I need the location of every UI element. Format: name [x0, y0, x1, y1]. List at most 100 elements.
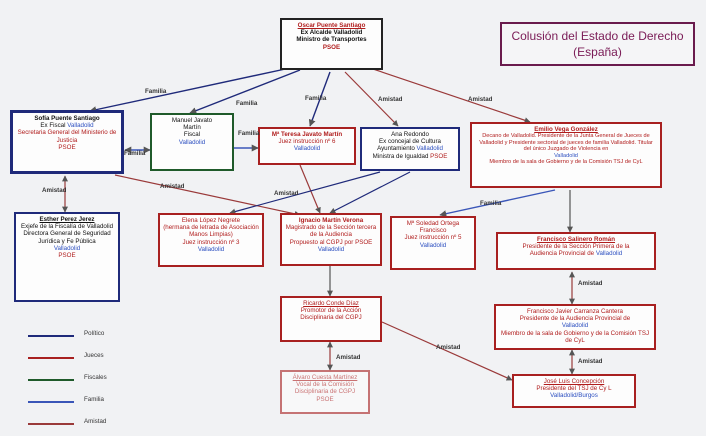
node-role: Ex Fiscal Valladolid: [16, 122, 118, 129]
node-place: Valladolid/Burgos: [550, 392, 598, 400]
node-org-text: Audiencia Provincial de: [529, 250, 596, 258]
node-role: Presidente del TSJ de Cy L: [536, 385, 612, 393]
link-ana-soledad: [329, 171, 411, 214]
node-soledad-ortega: Mª Soledad Ortega Francisco Juez instruc…: [390, 216, 476, 270]
legend-label: Político: [84, 330, 105, 337]
legend-item: Familia: [18, 392, 138, 414]
node-role: Juez instrucción nº 3: [182, 238, 240, 246]
link-label-familia: Familia: [145, 88, 167, 95]
node-org: Audiencia Provincial de Valladolid: [501, 250, 651, 257]
link-label-amistad: Amistad: [578, 280, 603, 287]
node-place: Valladolid: [595, 250, 623, 258]
node-name: Álvaro Cuesta Martínez: [292, 374, 358, 381]
link-ana-elena: [229, 171, 381, 215]
node-elena-lopez: Elena López Negrete (hermana de letrada …: [158, 213, 264, 267]
node-role-text: Ex Alcalde Valladolid: [300, 29, 363, 37]
node-ignacio-martin: Ignacio Martín Verona Magistrado de la S…: [280, 213, 382, 266]
node-position: Disciplinaria de CGPJ: [294, 388, 356, 396]
node-proposal: Propuesto al CGPJ por PSOE: [285, 239, 377, 246]
node-party: PSOE: [355, 238, 373, 246]
link-emilio-soledad: [439, 189, 556, 218]
link-label-amistad: Amistad: [468, 96, 493, 103]
link-oscar-ana: [344, 71, 399, 127]
node-surname: Martín: [183, 124, 201, 132]
link-label-familia: Familia: [238, 130, 260, 137]
node-place: Valladolid: [561, 322, 589, 330]
node-alvaro-cuesta: Álvaro Cuesta Martínez Vocal de la Comis…: [280, 370, 370, 414]
node-role: Ex concejal de Cultura: [379, 138, 441, 146]
node-carranza-cantera: Francisco Javier Carranza Cantera Presid…: [494, 304, 656, 350]
node-party: PSOE: [58, 143, 76, 151]
node-position: Ministra de Igualdad PSOE: [365, 153, 455, 160]
node-party: PSOE: [58, 252, 76, 260]
legend-swatch: [28, 357, 74, 359]
node-role: Ex Alcalde Valladolid: [285, 29, 378, 36]
node-name: Emilio Vega González: [534, 126, 598, 133]
node-place: Valladolid: [178, 138, 206, 146]
legend-label: Familia: [84, 396, 104, 403]
link-oscar-emilio: [369, 67, 531, 124]
node-place: Valladolid: [293, 145, 321, 153]
link-label-amistad: Amistad: [378, 96, 403, 103]
node-sofia-puente: Sofía Puente Santiago Ex Fiscal Valladol…: [10, 110, 124, 174]
node-name: Francisco Javier Carranza Cantera: [527, 308, 623, 315]
link-label-amistad: Amistad: [160, 183, 185, 190]
legend-item: Fiscales: [18, 370, 138, 392]
node-emilio-vega: Emilio Vega González Decano de Valladoli…: [470, 122, 662, 188]
legend-swatch: [28, 335, 74, 337]
diagram-canvas: Colusión del Estado de Derecho (España) …: [10, 18, 695, 425]
node-org-text: Ayuntamiento: [377, 145, 417, 153]
node-position: Directora General de Seguridad Jurídica …: [23, 230, 111, 245]
node-name: Ignacio Martín Verona: [298, 217, 364, 224]
node-name: Esther Perez Jerez: [39, 216, 95, 223]
node-name: Mª Teresa Javato Martín: [271, 131, 343, 138]
node-note: (hermana de letrada de Asociación Manos …: [163, 224, 259, 239]
legend-label: Fiscales: [84, 374, 107, 381]
node-position: Secretaria General del Ministerio de Jus…: [17, 129, 117, 144]
node-oscar-puente: Oscar Puente Santiago Ex Alcalde Vallado…: [280, 18, 383, 70]
node-position: Disciplinaria del CGPJ: [300, 314, 362, 322]
node-role: Magistrado de la Sección tercera de la A…: [285, 224, 377, 239]
node-name: Francisco Salinero Román: [536, 236, 616, 243]
link-label-familia: Familia: [124, 150, 146, 157]
link-teresa-ignacio: [299, 164, 321, 214]
node-name: Oscar Puente Santiago: [297, 22, 366, 29]
title-line-2: (España): [573, 45, 622, 59]
link-oscar-manuel: [189, 69, 301, 114]
node-position: Ministro de Transportes: [296, 36, 367, 44]
link-label-amistad: Amistad: [274, 190, 299, 197]
node-role: Presidente de la Audiencia Provincial de: [519, 315, 631, 323]
link-oscar-sofia: [89, 67, 291, 114]
title-line-1: Colusión del Estado de Derecho: [511, 29, 684, 43]
node-name: Manuel Javato: [171, 117, 213, 124]
node-role-text: Ex Fiscal: [40, 122, 68, 130]
node-position-text: Ministra de Igualdad: [372, 152, 431, 160]
node-place: Valladolid: [67, 122, 94, 130]
link-label-amistad: Amistad: [578, 358, 603, 365]
node-teresa-javato: Mª Teresa Javato Martín Juez instrucción…: [258, 127, 356, 165]
link-label-amistad: Amistad: [436, 344, 461, 351]
node-party: PSOE: [322, 43, 341, 51]
node-salinero-roman: Francisco Salinero Román Presidente de l…: [496, 232, 656, 270]
link-oscar-teresa: [308, 71, 331, 127]
link-label-amistad: Amistad: [42, 187, 67, 194]
node-role: Fiscal: [183, 131, 201, 139]
legend-swatch: [28, 401, 74, 403]
node-role: Presidente de la Sección Primera de la: [522, 243, 630, 251]
legend-label: Jueces: [84, 352, 104, 359]
node-role: Decano de Valladolid. Presidente de la J…: [479, 133, 653, 153]
node-position: Miembro de la sala de Gobierno y de la C…: [500, 329, 650, 344]
link-ricardo-jose: [381, 321, 513, 381]
connection-lines: [62, 67, 575, 381]
node-place: Valladolid: [197, 245, 225, 253]
link-label-familia: Familia: [480, 200, 502, 207]
node-party: PSOE: [316, 395, 334, 403]
legend-item: Político: [18, 326, 138, 348]
node-proposal-text: Propuesto al CGPJ por: [289, 238, 356, 246]
link-sofia-ignacio: [114, 174, 301, 217]
node-esther-perez: Esther Perez Jerez Exjefe de la Fiscalía…: [14, 212, 120, 302]
link-label-familia: Familia: [305, 95, 327, 102]
node-role: Juez instrucción nº 5: [404, 234, 462, 242]
legend-item: Jueces: [18, 348, 138, 370]
node-role: Vocal de la Comisión: [296, 381, 354, 389]
